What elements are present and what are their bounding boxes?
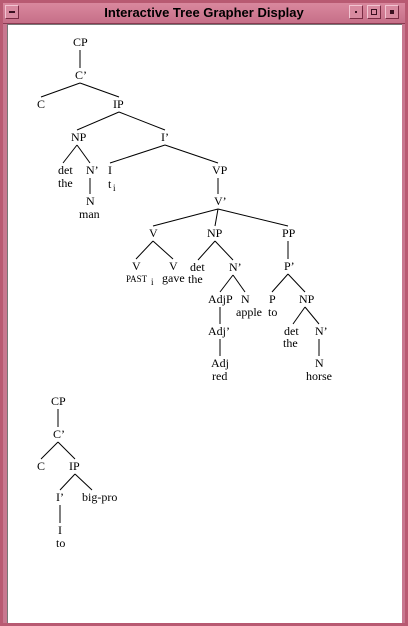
tree-edge [57, 441, 76, 460]
window-menu-button[interactable] [5, 5, 19, 19]
tree-edge [232, 274, 246, 293]
tree-node-p: P [269, 292, 276, 306]
tree-node-the3: the [283, 336, 298, 350]
tree-node-det2: det [190, 260, 205, 274]
tree-node-c: C [37, 97, 45, 111]
tree-node-cp: CP [73, 35, 88, 49]
tree-edge [164, 144, 219, 164]
tree-node-det1: det [58, 163, 73, 177]
tree-edge [62, 144, 78, 164]
tree-node-the1: the [58, 176, 73, 190]
tree-edge [40, 82, 81, 98]
tree-node-nbar1: N’ [86, 163, 99, 177]
tree-node-np3: NP [299, 292, 315, 306]
tree-node-ti: t [108, 177, 112, 191]
tree-node-adj: Adj [211, 356, 229, 370]
tree-node-i: I [58, 523, 62, 537]
tree-node-cbar: C’ [75, 68, 87, 82]
tree-edge [152, 240, 174, 260]
tree-node-to: to [56, 536, 65, 550]
close-button[interactable] [385, 5, 399, 19]
tree-edge [76, 144, 91, 164]
maximize-icon [371, 9, 377, 15]
tree-node-np2: NP [207, 226, 223, 240]
tree-node-n2: N [241, 292, 250, 306]
tree-edge [76, 111, 120, 131]
tree-edge [292, 306, 306, 325]
tree-edge [271, 273, 289, 293]
window-title: Interactive Tree Grapher Display [104, 5, 304, 20]
tree-node-ip: IP [69, 459, 80, 473]
tree-node-i: I [108, 163, 112, 177]
tree-edge [197, 240, 216, 261]
tree-edge [217, 208, 289, 227]
tree-node-past: PAST [126, 274, 148, 284]
tree-node-cbar: C’ [53, 427, 65, 441]
tree-node-nbar3: N’ [315, 324, 328, 338]
minimize-button[interactable] [349, 5, 363, 19]
tree-node-pbar: P’ [284, 259, 295, 273]
tree-node-adjp: AdjP [208, 292, 233, 306]
tree-node-past-subscript: i [151, 277, 154, 287]
tree-node-ibar: I’ [56, 490, 64, 504]
tree-edge [135, 240, 154, 260]
tree-edge [152, 208, 219, 227]
tree-node-nbar2: N’ [229, 260, 242, 274]
tree-edge [304, 306, 320, 325]
menu-icon [9, 11, 15, 13]
tree-edge [214, 208, 219, 227]
tree-node-to1: to [268, 305, 277, 319]
tree-node-c: C [37, 459, 45, 473]
tree-node-np1: NP [71, 130, 87, 144]
tree-node-n1: N [86, 194, 95, 208]
tree-node-vp: VP [212, 163, 228, 177]
tree-node-man: man [79, 207, 100, 221]
tree-edge [109, 144, 166, 164]
tree-node-v2: V [169, 259, 178, 273]
tree-node-pp: PP [282, 226, 296, 240]
tree-node-horse: horse [306, 369, 332, 383]
tree-node-the2: the [188, 272, 203, 286]
tree-node-ip: IP [113, 97, 124, 111]
tree-node-v1: V [132, 259, 141, 273]
close-icon [390, 10, 394, 14]
tree-node-adjbar: Adj’ [208, 324, 230, 338]
minimize-icon [355, 11, 357, 13]
tree-edge [59, 473, 76, 491]
tree-edge [287, 273, 306, 293]
tree-node-det3: det [284, 324, 299, 338]
tree-node-n3: N [315, 356, 324, 370]
tree-node-vbar: V’ [214, 194, 227, 208]
tree-node-red: red [212, 369, 227, 383]
tree-node-v: V [149, 226, 158, 240]
maximize-button[interactable] [367, 5, 381, 19]
title-bar[interactable]: Interactive Tree Grapher Display [3, 3, 405, 24]
tree-edge [214, 240, 234, 261]
tree-edge [40, 441, 59, 460]
tree-edge [219, 274, 234, 293]
tree-node-gave: gave [162, 271, 185, 285]
tree-node-bigpro: big-pro [82, 490, 117, 504]
tree-node-apple: apple [236, 305, 262, 319]
tree-node-cp: CP [51, 394, 66, 408]
tree-edge [118, 111, 166, 131]
tree-node-ibar: I’ [161, 130, 169, 144]
tree-edge [79, 82, 120, 98]
tree-node-ti-subscript: i [113, 183, 116, 193]
tree-edge [74, 473, 93, 491]
